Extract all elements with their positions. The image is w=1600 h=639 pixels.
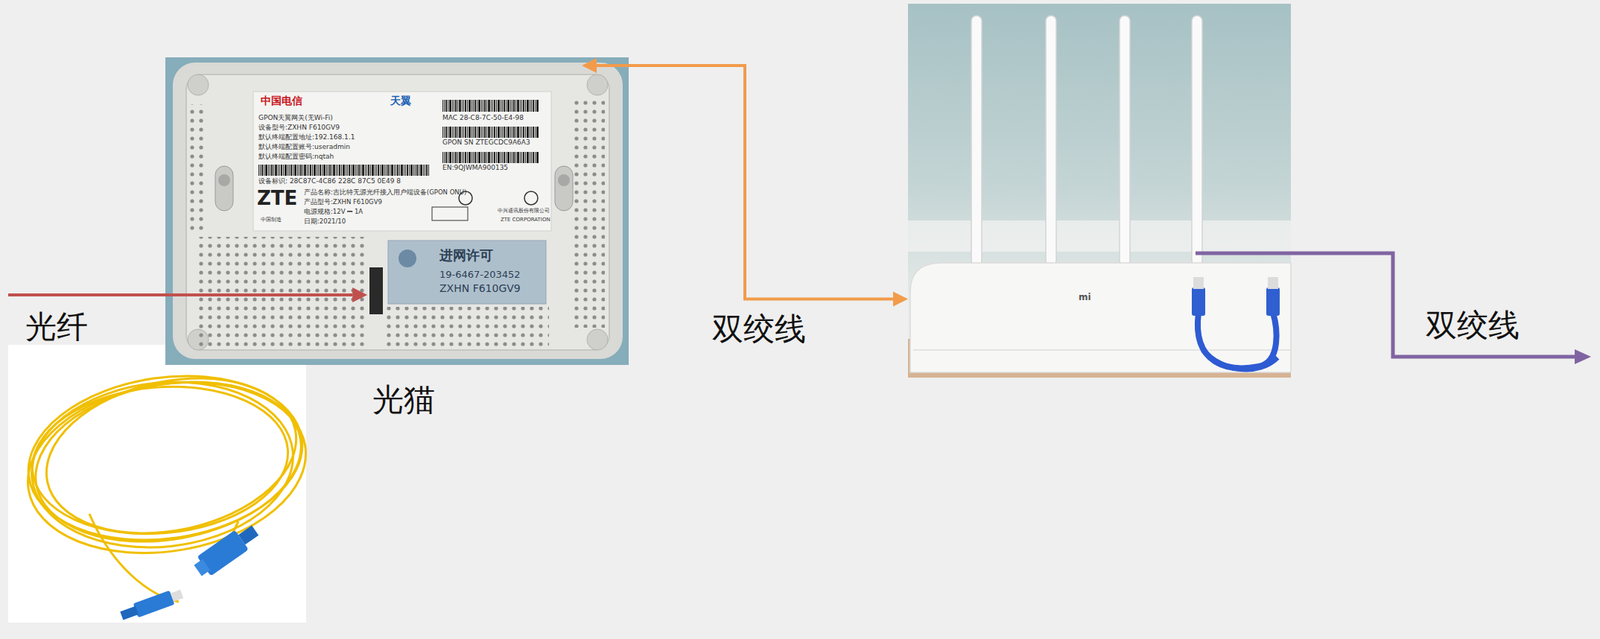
- sticker-text: 默认终端配置地址:192.168.1.1: [258, 134, 355, 142]
- router-picture: [908, 3, 1291, 378]
- sticker-text: 电源规格:12V ⎓ 1A: [303, 208, 363, 216]
- sticker-text: 日期:2021/10: [303, 218, 346, 225]
- sticker-text: 产品型号:ZXHN F610GV9: [303, 198, 383, 206]
- node-title: 光纤: [25, 309, 88, 345]
- sticker-text: 默认终端配置密码:nqtah: [258, 153, 334, 161]
- sticker-text: 进网许可: [439, 248, 494, 263]
- node-title: mi: [1078, 292, 1092, 303]
- sticker-text: 中国电信: [260, 95, 303, 107]
- router-node: mi: [908, 3, 1291, 378]
- outgoing-cable: [1195, 253, 1592, 365]
- fiber-picture: [8, 344, 319, 623]
- cable-label: 双绞线: [1425, 308, 1520, 343]
- sticker-text: 设备标识: 28C87C-4C86 228C 87C5 0E49 8: [258, 178, 401, 186]
- node-title: 光猫: [372, 382, 436, 418]
- sticker-text: 中国制造: [260, 217, 282, 224]
- sticker-text: 天翼: [390, 95, 412, 107]
- sticker-text: 中兴通讯股份有限公司: [497, 208, 550, 215]
- sticker-text: 设备型号:ZXHN F610GV9: [258, 124, 340, 132]
- sticker-text: MAC 28-C8-7C-50-E4-98: [442, 114, 524, 123]
- cable-connector: [8, 287, 368, 303]
- sticker-text: EN:9QJWMA900135: [442, 164, 509, 173]
- sticker-text: ZXHN F610GV9: [439, 283, 521, 295]
- sticker-text: ZTE: [256, 187, 298, 210]
- sticker-text: 产品名称:吉比特无源光纤接入用户端设备(GPON ONU): [303, 189, 467, 196]
- sticker-text: ZTE CORPORATION: [500, 217, 551, 224]
- modem-picture: [165, 57, 629, 365]
- cable-connector: [581, 58, 909, 307]
- edge-label: 双绞线: [712, 312, 806, 347]
- sticker-text: GPON天翼网关(无Wi-Fi): [258, 114, 333, 123]
- sticker-text: 19-6467-203452: [439, 269, 521, 281]
- sticker-text: GPON SN ZTEGCDC9A6A3: [442, 139, 531, 147]
- fiber-node: 光纤: [8, 294, 307, 623]
- sticker-text: 默认终端配置账号:useradmin: [258, 143, 351, 152]
